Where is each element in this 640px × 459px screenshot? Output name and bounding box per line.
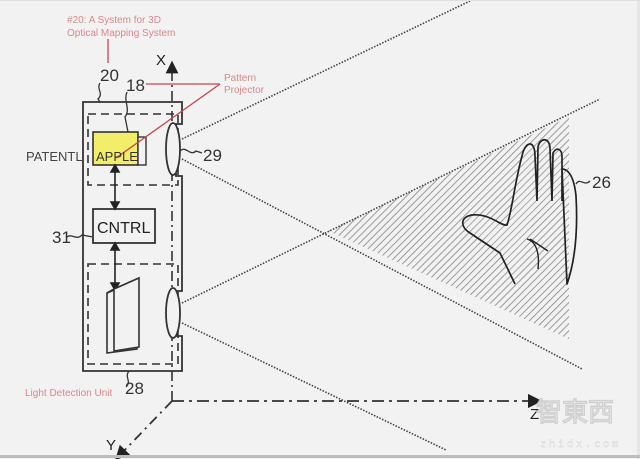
pattern-projector-box: [92, 131, 139, 166]
z-axis-label: Z: [530, 406, 539, 423]
leader-lines: [66, 82, 591, 388]
ref-number-29: 29: [203, 146, 222, 165]
y-axis-label: Y: [106, 437, 116, 454]
hatched-projection-region: [328, 117, 569, 339]
annotation-pointer-lines: [107, 39, 221, 159]
projector-lens-housing: [137, 136, 147, 166]
ref-number-26: 26: [592, 173, 611, 192]
hand-object: [461, 138, 578, 285]
title-annotation-line1: #20: A System for 3D: [67, 15, 161, 26]
x-axis-label: X: [156, 52, 166, 69]
ref-number-18: 18: [126, 76, 145, 95]
signal-arrows: [109, 163, 121, 292]
watermark-chinese: 智東西: [536, 398, 614, 428]
title-annotation-line2: Optical Mapping System: [67, 28, 175, 39]
ref-number-31: 31: [52, 228, 71, 247]
ref-number-20: 20: [100, 66, 119, 85]
zhidx-watermark: 智東西 zhidx.com: [536, 398, 621, 451]
light-detection-unit-annotation: Light Detection Unit: [25, 388, 112, 399]
pattern-projector-annotation-line2: Projector: [224, 85, 265, 96]
y-axis: [115, 400, 173, 459]
patently-watermark: PATENTL: [26, 149, 83, 164]
ref-number-28: 28: [125, 379, 144, 398]
projector-lens: [165, 122, 181, 176]
controller-box: [92, 208, 156, 244]
internal-compartments: [87, 113, 179, 365]
detector-lens: [165, 287, 181, 339]
hand-palm-crease: [526, 238, 549, 270]
controller-label: CNTRL: [97, 220, 150, 237]
pattern-projector-annotation-line1: Pattern: [224, 73, 256, 84]
watermark-domain: zhidx.com: [540, 439, 621, 450]
light-detector-sensor: [106, 276, 140, 354]
apple-watermark: APPLE: [96, 149, 138, 164]
bottom-border: [0, 455, 640, 458]
right-border: [637, 1, 640, 459]
